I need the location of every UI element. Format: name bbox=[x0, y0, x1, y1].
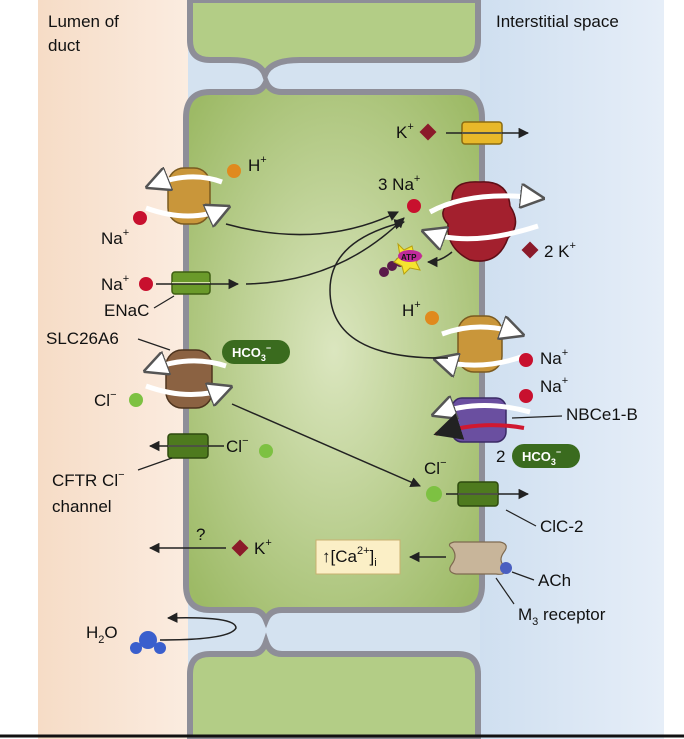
cftr-label-line2: channel bbox=[52, 497, 112, 516]
k-plus-label-channel: K+ bbox=[396, 121, 414, 142]
m3-receptor-label: M3 receptor bbox=[518, 605, 606, 628]
bnhe-white-arrow-in bbox=[438, 356, 525, 365]
ach-label: ACh bbox=[538, 571, 571, 590]
nbce-red-arrow bbox=[433, 413, 525, 440]
lower-neighbor-cell bbox=[187, 632, 481, 739]
m3-leader bbox=[495, 577, 515, 605]
atp-label: ATP bbox=[401, 253, 417, 262]
interstitial-label: Interstitial space bbox=[496, 12, 619, 31]
apical-nhe-exchanger bbox=[167, 167, 211, 225]
water-molecule bbox=[130, 631, 166, 654]
na-plus-dot-left bbox=[133, 211, 147, 225]
nhe-white-arrow-out bbox=[150, 177, 223, 186]
slc-white-arrow-out bbox=[145, 386, 228, 395]
na-plus-label-enac: Na+ bbox=[101, 273, 129, 294]
na-plus-dot-nbce bbox=[519, 389, 533, 403]
na-plus-label-nhe: Na+ bbox=[540, 347, 568, 368]
h2o-label: H2O bbox=[86, 623, 118, 646]
cl-minus-label-clc: Cl− bbox=[424, 457, 447, 478]
k-plus-diamond-lumen bbox=[231, 539, 249, 557]
m3-receptor bbox=[448, 541, 507, 575]
hco3-badge-right bbox=[512, 444, 580, 468]
cftr-leader bbox=[137, 457, 173, 471]
hco3-badge-left bbox=[222, 340, 290, 364]
two-k-plus-label: 2 K+ bbox=[544, 240, 576, 261]
h-plus-label-top: H+ bbox=[248, 154, 267, 175]
slc-white-arrow-in bbox=[148, 361, 227, 370]
h-plus-dot-right bbox=[425, 311, 439, 325]
k-plus-diamond-pump bbox=[521, 241, 539, 259]
epithelial-cell bbox=[183, 73, 485, 629]
na-enac-to-pump-arrow bbox=[245, 217, 405, 285]
hco3-badge-left-text: HCO3− bbox=[232, 343, 271, 363]
slc26a6-label: SLC26A6 bbox=[46, 329, 119, 348]
lumen-label-line2: duct bbox=[48, 36, 80, 55]
atp-hydrolysis-arrow bbox=[426, 251, 453, 268]
k-plus-label-lumen: K+ bbox=[254, 537, 272, 558]
pump-white-arrow-out bbox=[428, 196, 540, 215]
enac-leader bbox=[153, 295, 175, 309]
nhe-white-arrow-in bbox=[145, 208, 226, 216]
cftr-label-line1: CFTR Cl− bbox=[52, 469, 125, 490]
upper-neighbor-cell bbox=[187, 0, 481, 85]
water-flux-arrow bbox=[159, 612, 237, 641]
na-apical-to-pump-arrow bbox=[225, 211, 399, 236]
three-na-plus-label: 3 Na+ bbox=[378, 173, 420, 194]
enac-label: ENaC bbox=[104, 301, 149, 320]
calcium-label: ↑[Ca2+]i bbox=[322, 545, 377, 569]
k-plus-diamond-channel bbox=[419, 123, 437, 141]
cl-transcellular-arrow bbox=[231, 403, 421, 488]
cl-minus-label-cftr: Cl− bbox=[226, 435, 249, 456]
na-nhe-recycle-arrow bbox=[329, 219, 449, 359]
cl-minus-dot-left bbox=[129, 393, 143, 407]
calcium-box bbox=[315, 539, 401, 575]
cl-minus-dot-clc bbox=[426, 486, 442, 502]
lumen-label-line1: Lumen of bbox=[48, 12, 119, 31]
h-plus-label-right: H+ bbox=[402, 299, 421, 320]
clc2-leader bbox=[505, 509, 537, 527]
hco3-badge-right-text: HCO3− bbox=[522, 447, 561, 467]
na-plus-dot-enac bbox=[139, 277, 153, 291]
na-plus-label-left: Na+ bbox=[101, 227, 129, 248]
pump-white-arrow-in bbox=[426, 223, 539, 239]
atp-molecule: ATP bbox=[379, 242, 423, 277]
slc26a6-leader bbox=[137, 338, 171, 351]
na-plus-dot-nhe bbox=[519, 353, 533, 367]
h-plus-dot-top bbox=[227, 164, 241, 178]
clc2-label: ClC-2 bbox=[540, 517, 583, 536]
bnhe-white-arrow-out bbox=[441, 327, 520, 334]
ach-dot bbox=[500, 562, 512, 574]
hco3-count: 2 bbox=[496, 447, 505, 466]
cl-minus-dot-cftr bbox=[259, 444, 273, 458]
question-mark: ? bbox=[196, 525, 205, 544]
nbce1b-label: NBCe1-B bbox=[566, 405, 638, 424]
nbce-white-arrow bbox=[436, 405, 531, 414]
nbce1b-leader bbox=[511, 415, 563, 419]
na-plus-dot-pump bbox=[407, 199, 421, 213]
cl-minus-label-left: Cl− bbox=[94, 389, 117, 410]
interstitial-region bbox=[480, 0, 664, 739]
na-plus-label-nbce: Na+ bbox=[540, 375, 568, 396]
ach-leader bbox=[511, 571, 535, 581]
